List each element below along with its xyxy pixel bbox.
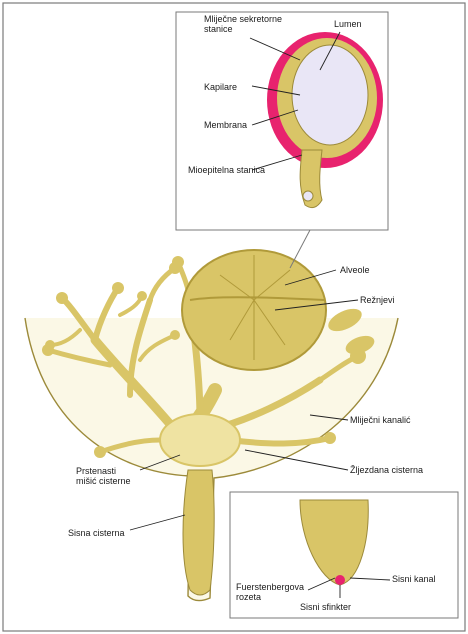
label-rosette-line-1: Fuerstenbergova	[236, 582, 304, 592]
label-lumen: Lumen	[334, 19, 362, 29]
label-annular-line-1: Prstenasti	[76, 466, 116, 476]
label-secretory-line-2: stanice	[204, 24, 233, 34]
label-teat-cistern: Sisna cisterna	[68, 528, 125, 538]
label-membrane: Membrana	[204, 120, 247, 130]
label-gland-cistern: Žljezdana cisterna	[350, 465, 423, 475]
label-teat-sphincter: Sisni sfinkter	[300, 602, 351, 612]
label-milk-duct: Mliječni kanalić	[350, 415, 411, 425]
label-rosette-line-2: rozeta	[236, 592, 261, 602]
lobe-section	[182, 250, 326, 370]
label-lobes: Režnjevi	[360, 295, 395, 305]
label-capillaries: Kapilare	[204, 82, 237, 92]
label-secretory-line-1: Mliječne sekretorne	[204, 14, 282, 24]
label-annular-line-2: mišić cisterne	[76, 476, 131, 486]
label-alveoli: Alveole	[340, 265, 370, 275]
label-teat-canal: Sisni kanal	[392, 574, 436, 584]
teat-cistern	[183, 470, 214, 595]
label-myoepithelial: Mioepitelna stanica	[188, 165, 265, 175]
